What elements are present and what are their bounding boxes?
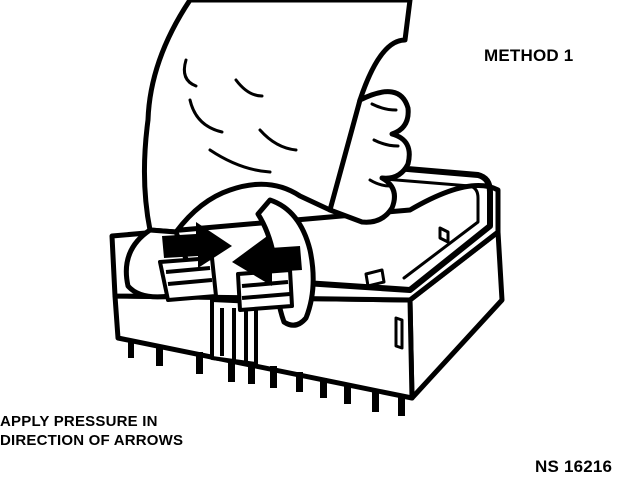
arrow-right-icon xyxy=(162,222,232,268)
connector-pins xyxy=(128,340,405,416)
hand xyxy=(123,0,413,328)
arrow-left-icon xyxy=(232,234,302,286)
instruction-line-2: DIRECTION OF ARROWS xyxy=(0,432,184,449)
method-label: METHOD 1 xyxy=(484,46,574,65)
instruction-line-1: APPLY PRESSURE IN xyxy=(0,413,158,430)
instruction-text: APPLY PRESSURE IN DIRECTION OF ARROWS xyxy=(0,412,183,450)
figure-number: NS 16216 xyxy=(535,457,613,476)
